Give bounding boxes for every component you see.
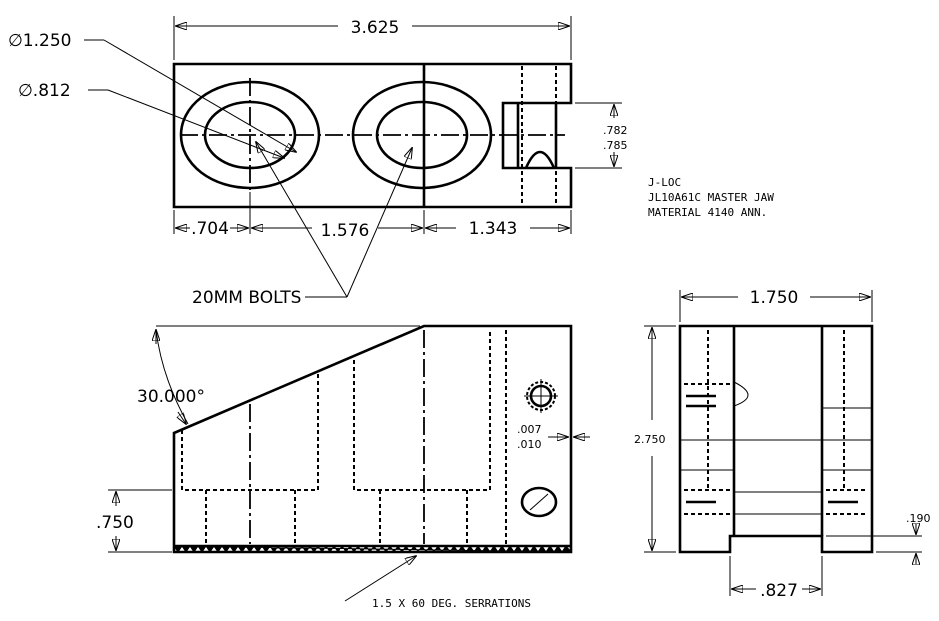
dim-tol-max: .010 (517, 438, 542, 451)
slot-v-notch (524, 150, 556, 169)
title-material: MATERIAL 4140 ANN. (648, 206, 767, 219)
bolts-callout: 20MM BOLTS (192, 142, 412, 308)
bore-outer-1 (179, 80, 321, 190)
top-view (172, 62, 573, 209)
dim-base-height: .750 (96, 489, 172, 553)
counterbore-1 (203, 100, 297, 170)
title-company: J-LOC (648, 176, 681, 189)
pocket-hidden-right (353, 330, 491, 491)
dim-tolerance: .007 .010 (517, 423, 590, 451)
dim-end-width-text: 1.750 (750, 288, 799, 308)
dim-hole-spacing-text: 1.576 (321, 221, 370, 241)
dim-hole-to-end-text: 1.343 (469, 219, 518, 239)
dim-bore-diameter: ∅1.250 (8, 31, 296, 152)
dim-overall-length: 3.625 (173, 16, 572, 60)
title-part: JL10A61C MASTER JAW (648, 191, 774, 204)
end-view (678, 324, 874, 554)
bolts-callout-text: 20MM BOLTS (192, 288, 301, 308)
through-hole (520, 486, 558, 518)
dim-bore-diameter-text: ∅1.250 (8, 31, 71, 51)
dim-slot-width-max: .785 (603, 139, 628, 152)
dim-edge-to-hole-text: .704 (191, 219, 229, 239)
dim-key-width-text: .827 (760, 581, 798, 601)
counterbore-2 (375, 100, 469, 170)
dim-tol-min: .007 (517, 423, 542, 436)
end-v-notch (733, 381, 749, 407)
title-block: J-LOC JL10A61C MASTER JAW MATERIAL 4140 … (648, 176, 774, 219)
serrations (173, 545, 573, 553)
dim-angle-text: 30.000° (137, 387, 205, 407)
front-view-outline (172, 324, 573, 554)
serrations-callout: 1.5 X 60 DEG. SERRATIONS (344, 556, 531, 610)
dim-overall-length-text: 3.625 (351, 18, 400, 38)
dim-slot-width: .782 .785 (575, 102, 628, 169)
dim-counterbore-diameter: ∅.812 (18, 81, 284, 158)
dim-counterbore-diameter-text: ∅.812 (18, 81, 71, 101)
dim-base-height-text: .750 (96, 513, 134, 533)
dim-height: 2.750 (634, 325, 676, 553)
dim-height-text: 2.750 (634, 433, 666, 446)
dim-angle: 30.000° (137, 325, 420, 424)
top-view-outline (172, 62, 573, 209)
dim-chain-top-view: .704 1.576 1.343 (173, 192, 572, 241)
bore-outer-2 (351, 80, 493, 190)
dim-slot-width-min: .782 (603, 124, 628, 137)
serrations-callout-text: 1.5 X 60 DEG. SERRATIONS (372, 597, 531, 610)
dim-end-width: 1.750 (679, 288, 873, 322)
dim-serration-depth-text: .190 (906, 512, 931, 525)
dim-key-width: .827 (729, 556, 823, 601)
front-view (172, 324, 573, 554)
pocket-hidden-left (181, 374, 319, 491)
threaded-hole (524, 379, 558, 413)
dim-serration-depth: .190 (826, 512, 931, 564)
